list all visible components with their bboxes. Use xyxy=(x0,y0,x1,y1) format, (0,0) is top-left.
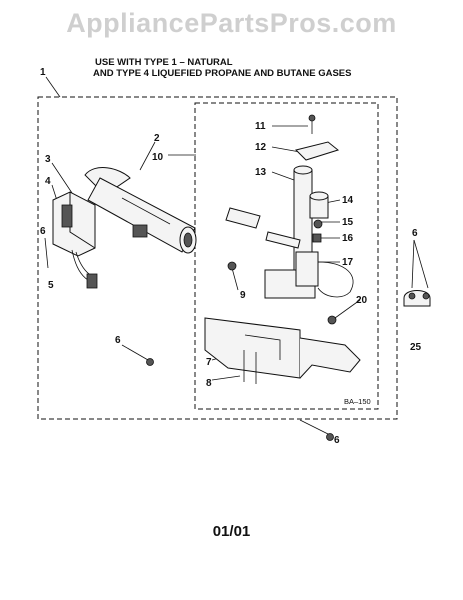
wire-clamp xyxy=(403,290,431,307)
watermark: AppliancePartsPros.com xyxy=(66,8,397,38)
callout-6-left: 6 xyxy=(40,226,46,237)
callout-20: 20 xyxy=(356,295,368,306)
callout-12: 12 xyxy=(255,142,267,153)
screw-6-left xyxy=(146,358,154,366)
screw-20 xyxy=(327,315,337,325)
burner-tube xyxy=(84,167,197,254)
header-line-1: USE WITH TYPE 1 – NATURAL xyxy=(95,57,233,68)
pipe-nipple xyxy=(225,207,301,249)
wire-harness xyxy=(71,249,98,289)
igniter-bracket xyxy=(52,191,96,257)
screw-8 xyxy=(243,350,257,384)
callout-6-lower: 6 xyxy=(115,335,121,346)
callout-7: 7 xyxy=(206,357,212,368)
screw-9 xyxy=(227,261,237,271)
callout-6-bottom: 6 xyxy=(334,435,340,446)
callout-8: 8 xyxy=(206,378,212,389)
coil-17 xyxy=(295,251,354,298)
screw-6-bottom xyxy=(326,433,334,441)
callout-10: 10 xyxy=(152,152,164,163)
screw-11 xyxy=(308,114,316,134)
header-line-2: AND TYPE 4 LIQUEFIED PROPANE AND BUTANE … xyxy=(93,68,352,79)
callout-16: 16 xyxy=(342,233,354,244)
callout-17: 17 xyxy=(342,257,354,268)
callout-14: 14 xyxy=(342,195,354,206)
orifice-fitting xyxy=(312,219,323,243)
callout-5: 5 xyxy=(48,280,54,291)
callout-11: 11 xyxy=(255,121,266,132)
callout-6-right: 6 xyxy=(412,228,418,239)
callout-25: 25 xyxy=(410,342,422,353)
callout-3: 3 xyxy=(45,154,51,165)
mounting-bracket xyxy=(204,317,361,379)
callout-15: 15 xyxy=(342,217,354,228)
callout-9: 9 xyxy=(240,290,246,301)
inner-valve-boundary xyxy=(194,102,379,410)
outer-assembly-boundary xyxy=(37,96,398,420)
callout-2: 2 xyxy=(154,133,160,144)
revision-date: 01/01 xyxy=(212,523,251,540)
callout-13: 13 xyxy=(255,167,267,178)
diagram-code: BA–150 xyxy=(344,397,371,406)
callout-4: 4 xyxy=(45,176,51,187)
leader-lines xyxy=(44,76,429,435)
callout-1: 1 xyxy=(40,67,46,78)
